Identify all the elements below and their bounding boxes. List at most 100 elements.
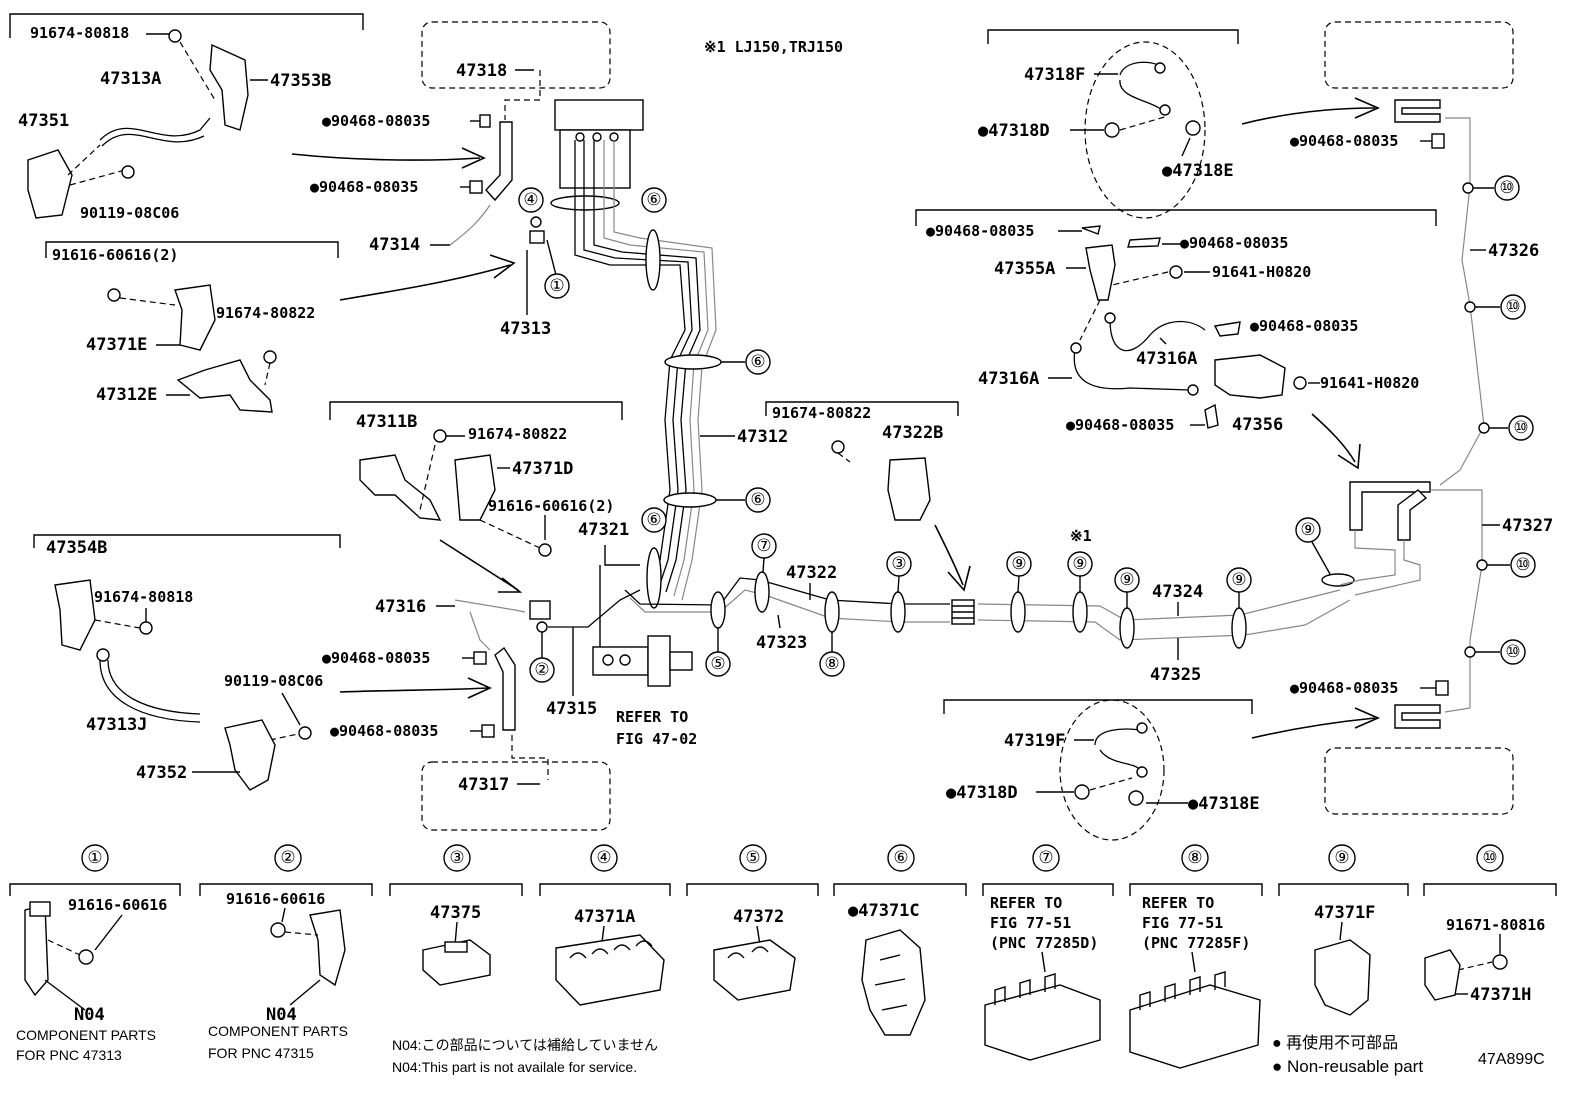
bracket-47354B-icon <box>54 579 96 651</box>
bracket-47351-icon <box>27 149 73 219</box>
legend-callout-1 <box>81 844 109 872</box>
brake-tube-47318 <box>485 121 513 202</box>
bracket-47312E-icon <box>176 359 273 413</box>
group-bracket-47319F <box>943 699 1253 714</box>
bolt-icon <box>831 440 845 454</box>
bolt-icon <box>168 29 182 43</box>
clip-icon <box>1435 680 1449 696</box>
label-47313J: 47313J <box>86 715 147 735</box>
legend-callout-7 <box>1032 844 1060 872</box>
callout-10-marker <box>1494 175 1520 201</box>
legend-4-part: 47371A <box>574 907 635 927</box>
flow-arrow <box>1251 717 1376 739</box>
label-47318D-b: ●47318D <box>946 783 1018 803</box>
label-90468-08035-e: ●90468-08035 <box>926 222 1034 240</box>
joint-block-icon <box>529 230 545 244</box>
svg-text:①: ① <box>549 276 564 296</box>
svg-text:⑦: ⑦ <box>756 536 771 556</box>
legend-callout-9 <box>1328 844 1356 872</box>
clip-77285F-icon <box>1129 984 1261 1069</box>
label-90468-08035-g: ●90468-08035 <box>1250 317 1358 335</box>
bolt-icon <box>263 350 277 364</box>
label-47317: 47317 <box>458 775 509 795</box>
label-91674-80822-b: 91674-80822 <box>468 425 567 443</box>
legend-6-part: ●47371C <box>848 901 920 921</box>
legend-nonreusable-en: ● Non-reusable part <box>1272 1057 1423 1076</box>
clamp-6 <box>646 547 662 609</box>
bracket-47353B-icon <box>209 43 249 131</box>
bolt-icon <box>78 949 94 965</box>
legend-7-line2: FIG 77-51 <box>990 914 1071 932</box>
note-n04-en: N04:This part is not availale for servic… <box>392 1059 637 1075</box>
label-47313A: 47313A <box>100 69 161 89</box>
svg-text:⑩: ⑩ <box>1515 555 1530 575</box>
clip-icon <box>1431 133 1445 149</box>
legend-row: ① 91616-60616 N04 COMPONENT PARTS FOR PN… <box>9 844 1557 1076</box>
svg-text:⑦: ⑦ <box>1038 848 1053 868</box>
label-47351: 47351 <box>18 111 69 131</box>
label-47371E: 47371E <box>86 335 147 355</box>
label-91641-H0820-a: 91641-H0820 <box>1212 263 1311 281</box>
bolt-icon <box>139 621 153 635</box>
label-47322: 47322 <box>786 563 837 583</box>
clamp-47371H-icon <box>1424 949 1461 1001</box>
u-tube-lower <box>1397 489 1428 541</box>
svg-text:⑨: ⑨ <box>1072 554 1087 574</box>
clamp-9 <box>1010 591 1026 633</box>
label-47325: 47325 <box>1150 665 1201 685</box>
variant-box-top-right <box>1324 21 1514 89</box>
label-47354B: 47354B <box>46 538 107 558</box>
bolt-icon <box>107 288 121 302</box>
bolt-icon <box>298 726 312 740</box>
label-90468-08035-f: ●90468-08035 <box>1180 234 1288 252</box>
clip-icon <box>1185 120 1201 136</box>
svg-text:⑥: ⑥ <box>750 352 765 372</box>
legend-2-part: 91616-60616 <box>226 890 325 908</box>
svg-text:⑩: ⑩ <box>1482 848 1497 868</box>
legend-3-part: 47375 <box>430 903 481 923</box>
flow-arrow <box>339 264 511 301</box>
bolt-icon <box>538 543 552 557</box>
bracket-47371E-icon <box>174 284 216 351</box>
label-91616-60616-2a: 91616-60616(2) <box>52 246 178 264</box>
legend-nonreusable-jp: ● 再使用不可部品 <box>1272 1034 1398 1052</box>
refer-fig-47-02-line1: REFER TO <box>616 708 688 726</box>
valve-47311B-icon <box>359 454 442 521</box>
clamp-3 <box>890 591 906 633</box>
bracket-icon <box>309 909 346 987</box>
clamp-47371C-icon <box>861 929 926 1036</box>
svg-text:⑨: ⑨ <box>1119 570 1134 590</box>
label-90468-08035-d: ●90468-08035 <box>330 722 438 740</box>
label-47326: 47326 <box>1488 241 1539 261</box>
group-bracket-47322B <box>765 401 959 416</box>
svg-text:⑤: ⑤ <box>710 654 725 674</box>
label-47318: 47318 <box>456 61 507 81</box>
svg-text:⑥: ⑥ <box>893 848 908 868</box>
master-cylinder-top <box>554 99 644 131</box>
svg-text:④: ④ <box>596 848 611 868</box>
svg-text:⑨: ⑨ <box>1011 554 1026 574</box>
svg-text:⑥: ⑥ <box>750 490 765 510</box>
flex-hose-47313J <box>107 659 201 715</box>
label-91616-60616-2b: 91616-60616(2) <box>488 497 614 515</box>
detail-circle <box>1059 699 1165 841</box>
svg-text:⑩: ⑩ <box>1513 418 1528 438</box>
clip-icon <box>1127 237 1161 248</box>
clip-icon <box>1128 790 1144 806</box>
clamp-47372-icon <box>713 939 796 1001</box>
legend-callout-10 <box>1476 844 1504 872</box>
group-bracket-47318F <box>987 29 1239 44</box>
bracket-47371D-icon <box>454 454 496 521</box>
clip-icon <box>479 114 491 128</box>
group-bracket-47354B <box>33 534 341 548</box>
clip-77285D-icon <box>984 984 1101 1061</box>
flow-arrow <box>339 687 489 693</box>
bolt-icon <box>1169 265 1183 279</box>
legend-2-code: N04 <box>266 1005 297 1025</box>
callout-6-marker <box>745 349 771 375</box>
clip-icon <box>481 724 495 738</box>
variant-mark: ※1 <box>1070 527 1092 545</box>
label-47313: 47313 <box>500 319 551 339</box>
legend-2-note1: COMPONENT PARTS <box>208 1023 348 1039</box>
